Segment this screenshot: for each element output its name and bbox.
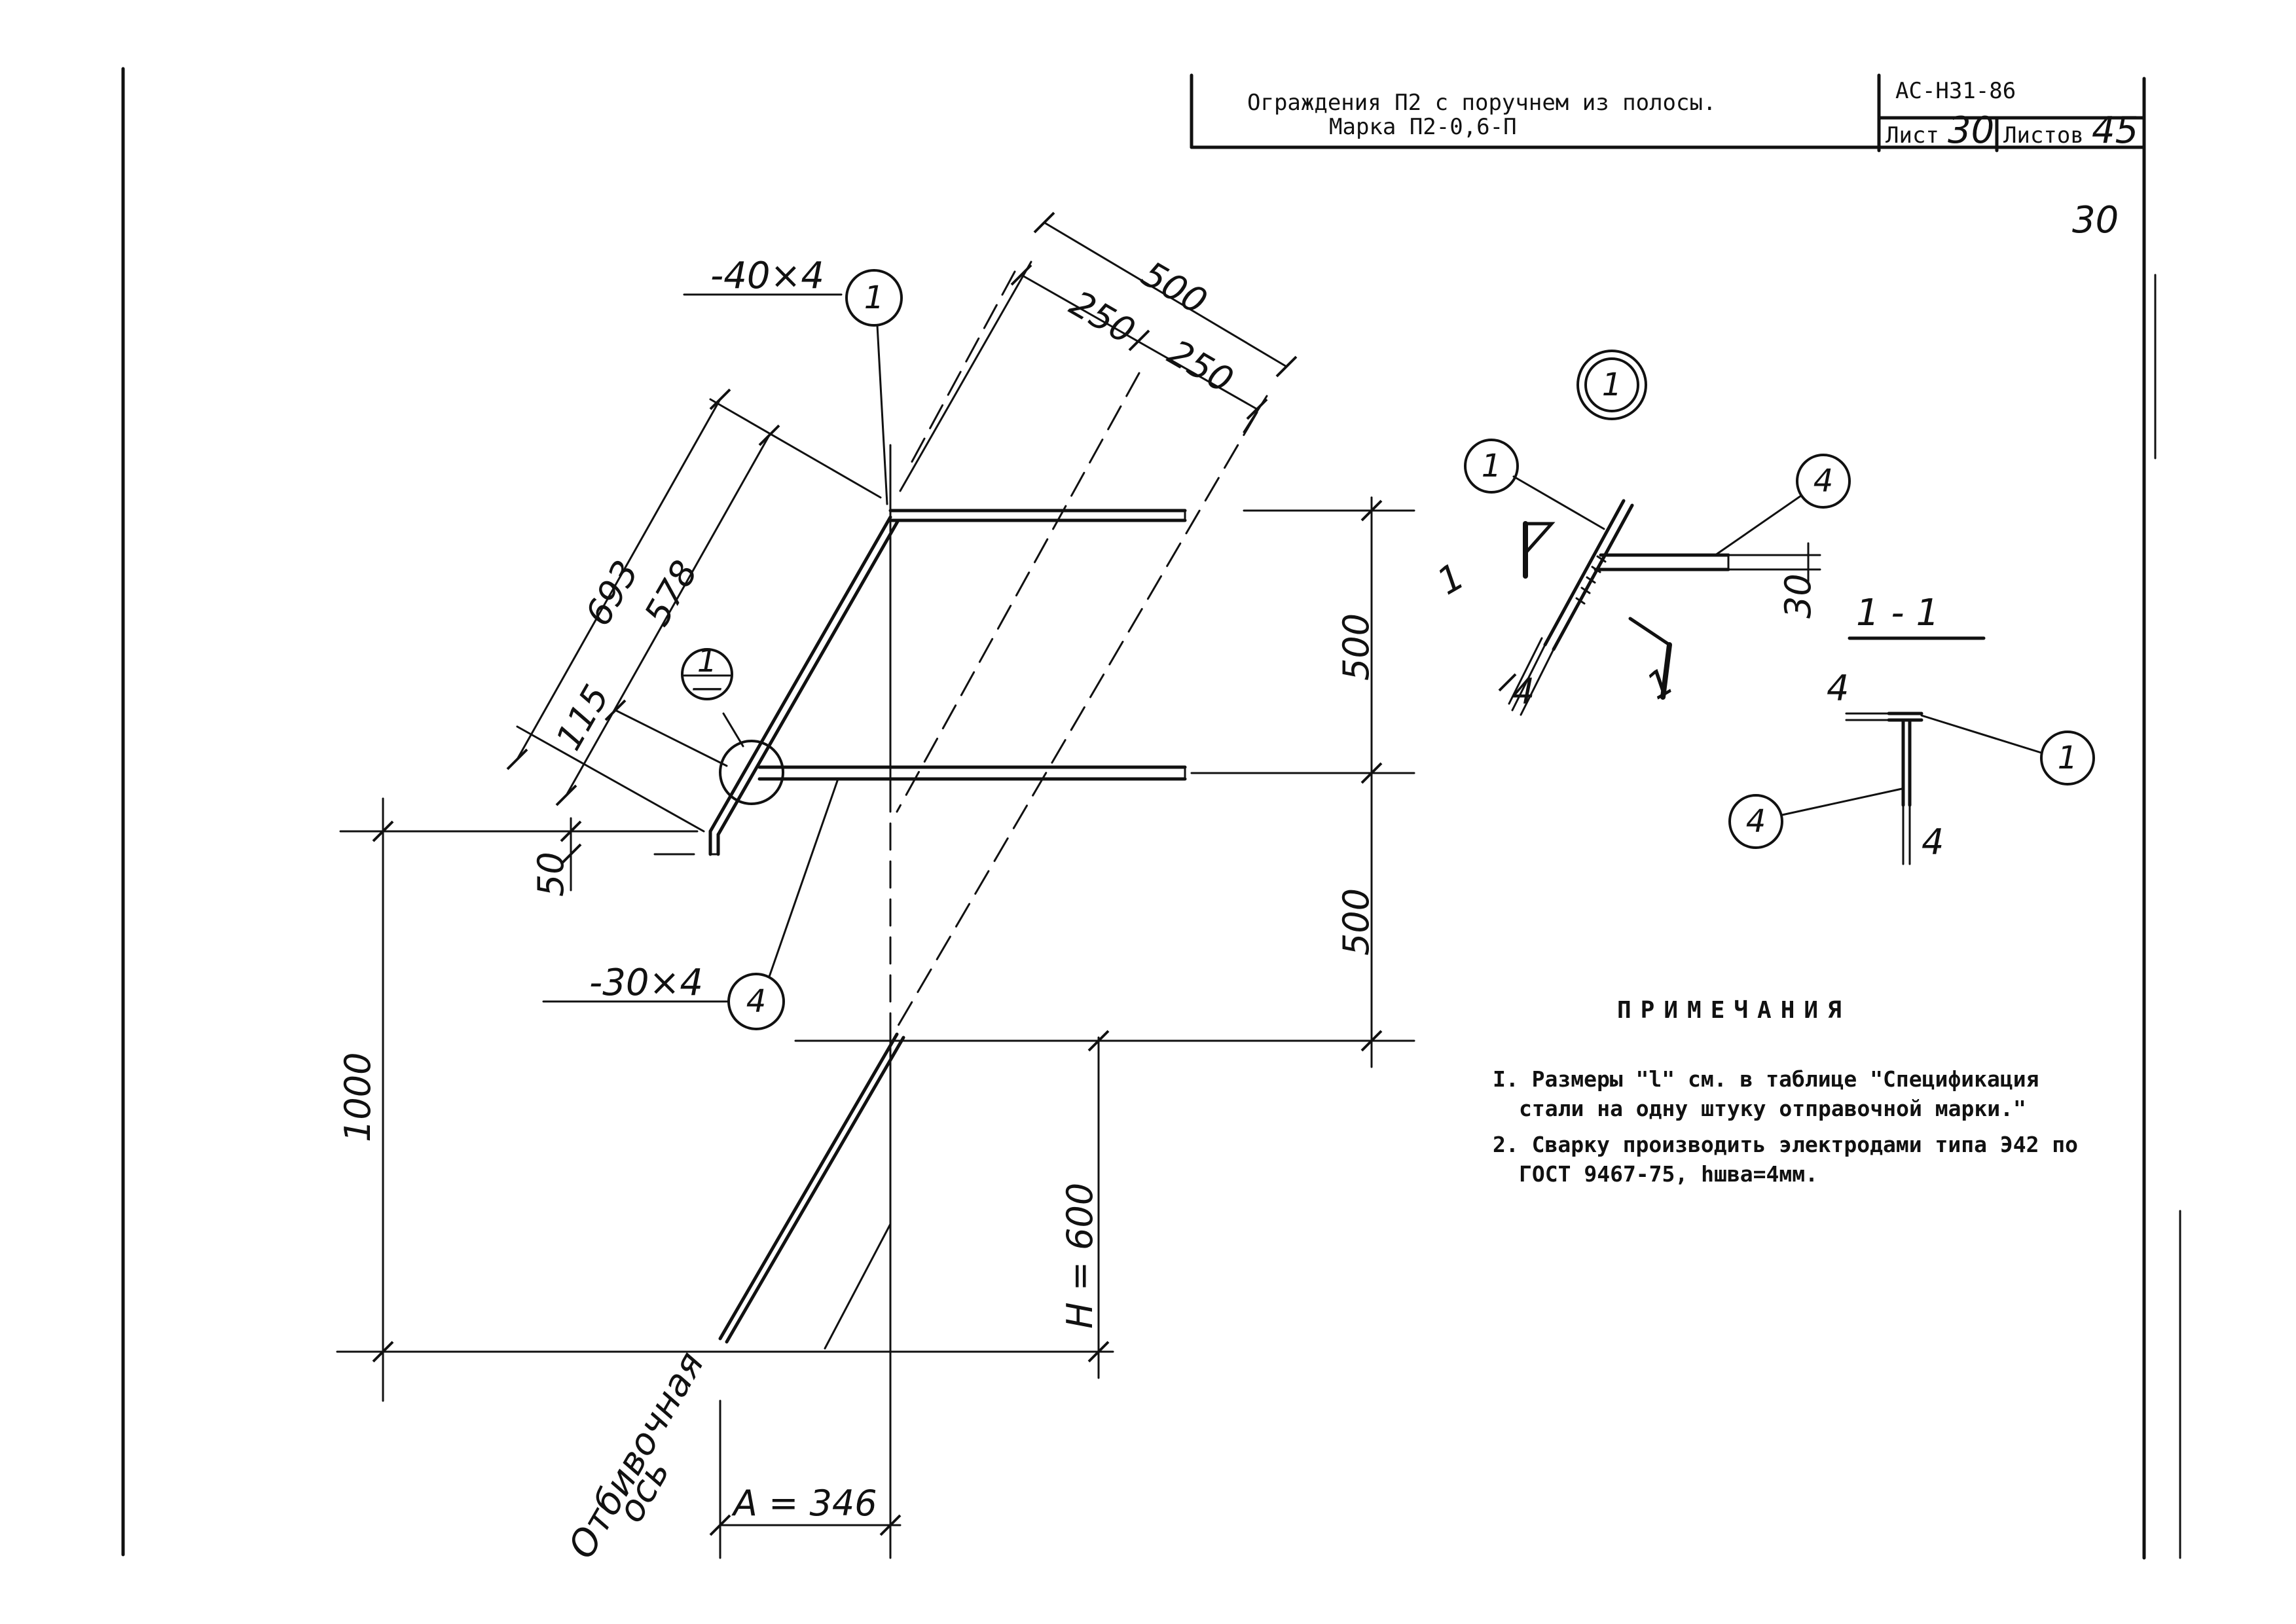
- inclined-post-upper: [708, 515, 892, 833]
- note-2-line-2: ГОСТ 9467-75, hшва=4мм.: [1519, 1161, 1818, 1187]
- sheet-label: Лист: [1886, 122, 1939, 149]
- dim-250-a: 250: [1063, 283, 1142, 352]
- dim-a346: A = 346: [731, 1483, 877, 1524]
- dim-line-693: [516, 398, 721, 761]
- dim-30: 30: [1777, 573, 1819, 619]
- dim-4-detail: 4: [1512, 671, 1535, 712]
- callout-4-section: [1728, 794, 1783, 849]
- dim-line-578: [565, 434, 771, 797]
- main-elevation: [336, 270, 1415, 1559]
- dim-extension-top: [709, 398, 882, 499]
- dim-500-right-lower: 500: [1336, 888, 1377, 956]
- callout-1-top: [845, 269, 903, 327]
- section-1-1: 1 - 1 4 4 1 4: [1728, 592, 2095, 865]
- centerline-1: [896, 372, 1140, 813]
- callouts: -40×4 1 -30×4 4 1 —: [542, 255, 903, 1030]
- svg-text:4: 4: [1813, 463, 1834, 499]
- centerline-2: [896, 411, 1258, 1029]
- note-2-line-1: 2. Сварку производить электродами типа Э…: [1493, 1132, 2078, 1157]
- svg-text:1: 1: [2058, 740, 2078, 776]
- dim-500-right-upper: 500: [1336, 613, 1377, 681]
- section-cut-mark-right: [1628, 617, 1671, 647]
- dim-250-b: 250: [1161, 332, 1241, 401]
- reference-axis-label: Отбивочная ось: [560, 1344, 713, 1566]
- svg-text:1: 1: [697, 643, 718, 679]
- svg-text:1: 1: [864, 280, 884, 316]
- cut-mark-left-label: 1: [1430, 555, 1472, 604]
- callout-4-detail: [1796, 454, 1851, 509]
- sheets-total: 45: [2092, 109, 2138, 152]
- notes-block: ПРИМЕЧАНИЯ I. Размеры "l" см. в таблице …: [1493, 997, 2078, 1187]
- dim-1000: 1000: [337, 1053, 378, 1142]
- axis-label-line1: Отбивочная: [560, 1344, 713, 1566]
- callout-1-detail: [1464, 439, 1519, 494]
- doc-code: АС-Н31-86: [1895, 78, 2016, 104]
- support-brace: [824, 1223, 892, 1350]
- detail-inclined-strip: [1543, 499, 1626, 647]
- inclined-stringer-lower: [718, 1032, 899, 1341]
- title-line-1: Ограждения П2 с поручнем из полосы.: [1247, 90, 1716, 116]
- profile-strip-bottom: -30×4: [589, 962, 703, 1004]
- section-title: 1 - 1: [1856, 592, 1939, 634]
- profile-strip-top: -40×4: [710, 255, 824, 297]
- page-number-handwritten: 30: [2072, 199, 2119, 242]
- svg-text:1: 1: [1482, 448, 1502, 484]
- node-1-highlight-circle: [719, 740, 784, 805]
- dim-500-top: 500: [1135, 253, 1214, 323]
- node-reference-callout: [681, 648, 733, 700]
- section-cut-mark-left: [1523, 522, 1556, 555]
- cut-mark-right-label: 1: [1640, 660, 1681, 708]
- dim-50: 50: [530, 852, 572, 897]
- sheet-number: 30: [1948, 109, 1994, 152]
- node-detail-1: 1 30 4 1 4 1 1: [1430, 350, 1851, 716]
- svg-text:4: 4: [1746, 803, 1766, 840]
- vertical-dimensions: 500 500 1000 H = 600 50 A = 346: [337, 496, 1383, 1559]
- note-1-line-1: I. Размеры "l" см. в таблице "Спецификац…: [1493, 1066, 2039, 1092]
- callout-1-section: [2040, 731, 2095, 785]
- svg-text:4: 4: [746, 983, 767, 1020]
- dim-693: 693: [577, 554, 647, 633]
- sheets-label: Листов: [2003, 122, 2084, 149]
- svg-text:—: —: [691, 669, 723, 706]
- node-1-title-inner: [1584, 357, 1639, 412]
- dim-h600: H = 600: [1059, 1183, 1101, 1329]
- dim-line-500-top: [1043, 221, 1288, 368]
- svg-text:1: 1: [1602, 367, 1622, 403]
- dim-extension-bottom: [516, 725, 705, 833]
- note-1-line-2: стали на одну штуку отправочной марки.": [1519, 1096, 2026, 1121]
- dim-4-section-bottom: 4: [1922, 821, 1944, 863]
- title-block: Ограждения П2 с поручнем из полосы. Марк…: [1190, 73, 2146, 153]
- notes-heading: ПРИМЕЧАНИЯ: [1617, 997, 1851, 1024]
- callout-4-left: [727, 973, 785, 1030]
- dim-4-section-top: 4: [1827, 668, 1849, 709]
- title-line-2: Марка П2-0,6-П: [1329, 114, 1517, 140]
